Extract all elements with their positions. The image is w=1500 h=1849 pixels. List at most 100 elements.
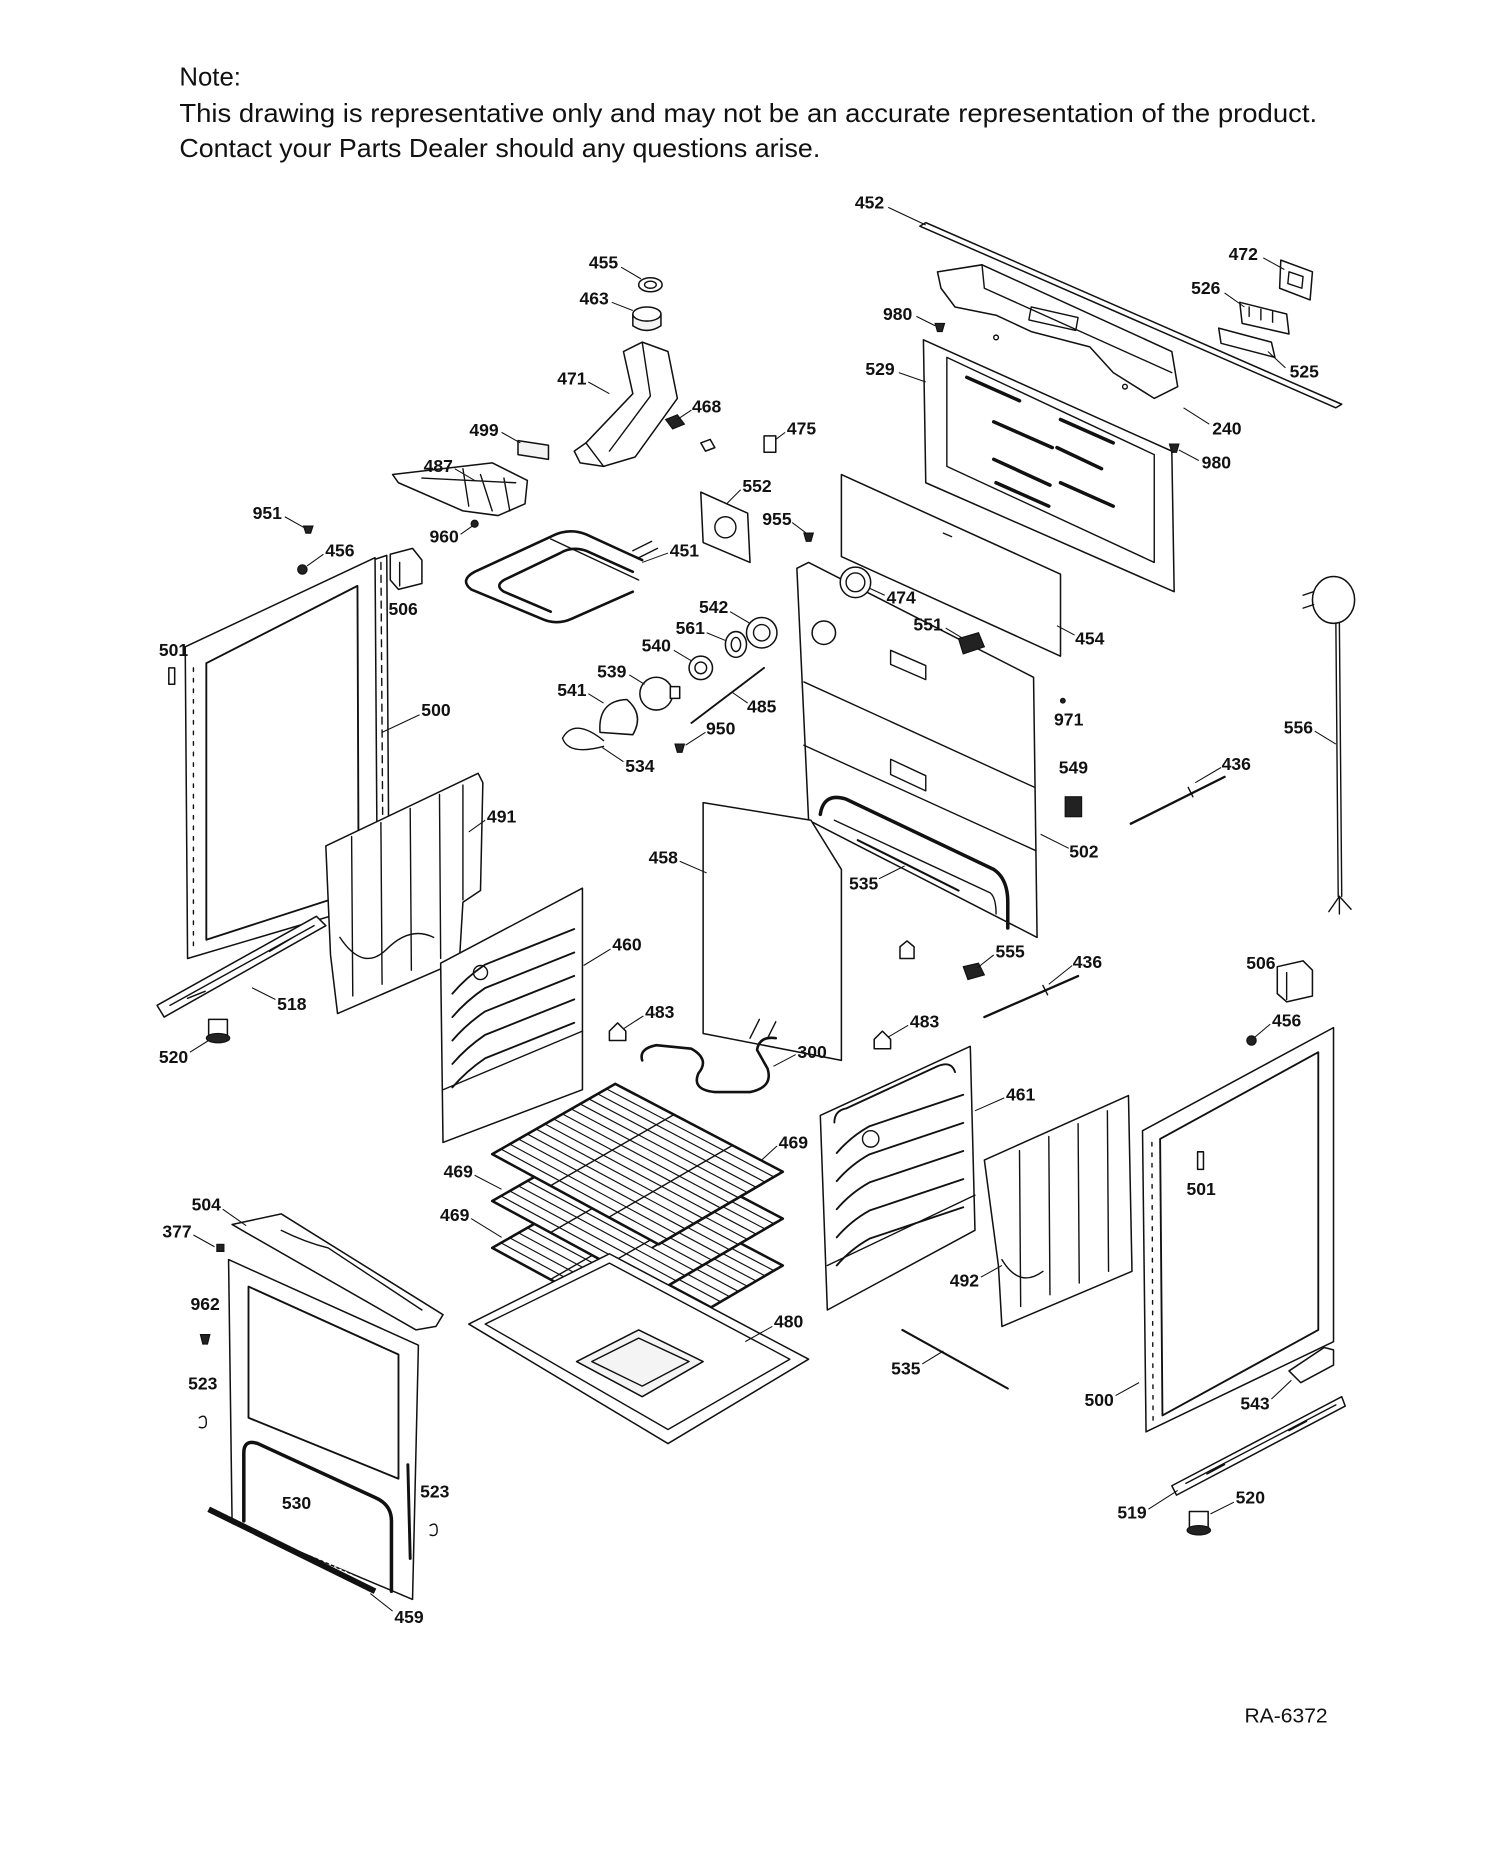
- part-label: 525: [1290, 361, 1320, 381]
- broil-element-terminals: [550, 538, 659, 581]
- vent-hole: [993, 334, 1000, 341]
- leader-line: [306, 553, 324, 567]
- leader-line: [869, 587, 885, 596]
- knob-cap-inner: [643, 280, 657, 289]
- leader-line: [673, 649, 692, 662]
- part-label: 472: [1229, 244, 1259, 264]
- vent-slot: [1028, 306, 1079, 332]
- right-liner-rack-guide: [835, 1178, 965, 1239]
- part-label: 542: [699, 597, 729, 617]
- bushing-463-top: [632, 306, 662, 322]
- leader-line: [1194, 767, 1222, 784]
- leader-line: [602, 747, 624, 763]
- sensor-rod-tab: [1187, 786, 1194, 798]
- bake-element-coil: [640, 1036, 778, 1094]
- part-label: 519: [1117, 1503, 1147, 1523]
- oven-bottom-rim: [484, 1262, 791, 1431]
- oven-bottom-recess-inner: [591, 1337, 690, 1387]
- part-label: 980: [883, 304, 913, 324]
- rack-wire: [535, 1128, 704, 1219]
- leader-line: [916, 315, 936, 327]
- bake-element: [640, 1018, 778, 1094]
- part-label: 523: [420, 1481, 450, 1501]
- vent-duct-body: [573, 341, 679, 468]
- back-panel-seam: [803, 681, 1036, 789]
- part-label: 506: [1246, 953, 1276, 973]
- rack-wire: [500, 1148, 668, 1240]
- vent-hole: [1121, 383, 1129, 390]
- part-label: 500: [421, 700, 451, 720]
- left-base-rail-detail: [169, 924, 315, 1007]
- leader-line: [1115, 1382, 1140, 1397]
- gasket-561-inner: [730, 636, 742, 653]
- part-label: 492: [950, 1271, 980, 1291]
- vent-duct-folds: [585, 341, 652, 468]
- rack-wire: [588, 1098, 757, 1188]
- clip-377: [216, 1243, 225, 1253]
- socket-540: [688, 655, 714, 681]
- clip-468: [700, 438, 716, 452]
- part-label: 535: [849, 873, 879, 893]
- part-label: 451: [670, 541, 700, 561]
- leader-line: [945, 627, 964, 640]
- part-label: 480: [774, 1312, 804, 1332]
- part-label: 474: [886, 587, 916, 607]
- rack-wire: [579, 1103, 748, 1194]
- right-side-panel-window: [1159, 1051, 1320, 1417]
- oven-rack: [490, 1082, 785, 1249]
- leader-line: [470, 1218, 502, 1238]
- sensor-rod-tab: [1042, 984, 1049, 996]
- broil-element: [464, 530, 659, 624]
- parts-layer: [156, 221, 1356, 1601]
- rack-wire: [518, 1138, 686, 1230]
- note-heading: Note:: [179, 64, 241, 92]
- right-liner-rack-guide: [835, 1150, 965, 1211]
- leader-line: [189, 1040, 209, 1053]
- vent-cover-fold: [981, 264, 1173, 374]
- terminal-block-screws: [1248, 306, 1274, 323]
- part-label: 530: [282, 1493, 312, 1513]
- leader-line: [775, 431, 786, 440]
- screw-955: [803, 532, 815, 542]
- cord-wire: [1338, 622, 1343, 898]
- leader-line: [729, 611, 751, 624]
- back-panel-hole: [811, 620, 837, 646]
- leader-line: [1224, 292, 1245, 308]
- leader-line: [887, 1024, 909, 1038]
- left-liner-rack-guide: [451, 998, 576, 1065]
- right-liner-top-tube: [833, 1063, 956, 1124]
- rack-wire: [509, 1143, 677, 1235]
- clip-475: [763, 435, 777, 454]
- part-label: 463: [580, 289, 610, 309]
- part-label: 471: [557, 368, 587, 388]
- part-label: 377: [162, 1221, 191, 1241]
- part-label: 520: [1236, 1487, 1266, 1507]
- upper-rear-panel-window: [946, 356, 1155, 564]
- rack-wire: [597, 1093, 766, 1183]
- oven-bottom: [468, 1252, 810, 1445]
- leader-line: [1183, 407, 1210, 425]
- part-label: 468: [692, 396, 722, 416]
- side-pin-left: [168, 667, 176, 686]
- leader-line: [677, 409, 692, 420]
- switch-assembly-body: [391, 462, 529, 517]
- leveling-leg-right: [1186, 1510, 1212, 1536]
- back-insulation-plate: [840, 473, 1062, 657]
- leader-line: [454, 468, 475, 481]
- small-pin: [1059, 697, 1066, 704]
- leader-line: [898, 372, 926, 383]
- part-label: 955: [762, 509, 792, 529]
- part-label: 555: [995, 941, 1025, 961]
- bracket-543: [1288, 1346, 1335, 1384]
- rack-wire: [571, 1108, 739, 1199]
- part-label: 534: [625, 756, 655, 776]
- rod-535: [901, 1328, 1009, 1390]
- part-label: 971: [1054, 709, 1084, 729]
- leader-line: [706, 632, 727, 642]
- upper-rear-panel-slots: [965, 375, 1115, 508]
- sensor-rod: [1129, 775, 1226, 825]
- left-liner-rack-guide: [451, 951, 576, 1019]
- cord-plug: [1311, 575, 1356, 625]
- note-block: Note: This drawing is representative onl…: [179, 64, 1317, 163]
- part-label: 540: [642, 635, 672, 655]
